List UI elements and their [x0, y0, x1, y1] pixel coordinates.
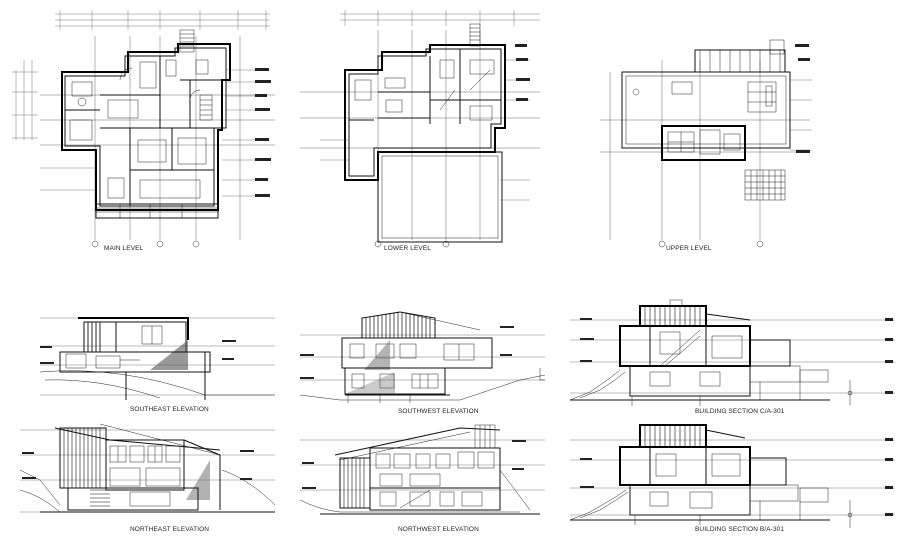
lower-level-label: LOWER LEVEL — [384, 245, 431, 252]
northwest-elevation — [299, 424, 545, 515]
southwest-elevation-label: SOUTHWEST ELEVATION — [398, 408, 479, 415]
southeast-elevation-label: SOUTHEAST ELEVATION — [130, 406, 209, 413]
northeast-elevation — [19, 423, 276, 513]
northwest-elevation-label: NORTHWEST ELEVATION — [398, 526, 479, 533]
building-section-b — [569, 424, 895, 528]
northeast-elevation-label: NORTHEAST ELEVATION — [130, 526, 210, 533]
southeast-elevation — [39, 317, 275, 400]
building-section-b-label: BUILDING SECTION B/A-301 — [695, 526, 785, 533]
building-section-c-label: BUILDING SECTION C/A-301 — [695, 408, 785, 415]
main-level-label: MAIN LEVEL — [104, 245, 144, 252]
upper-level-label: UPPER LEVEL — [666, 245, 712, 252]
building-section-c — [569, 299, 895, 406]
main-level-plan — [12, 10, 275, 248]
lower-level-plan — [300, 10, 540, 248]
upper-level-plan — [600, 39, 812, 248]
southwest-elevation — [299, 311, 546, 403]
